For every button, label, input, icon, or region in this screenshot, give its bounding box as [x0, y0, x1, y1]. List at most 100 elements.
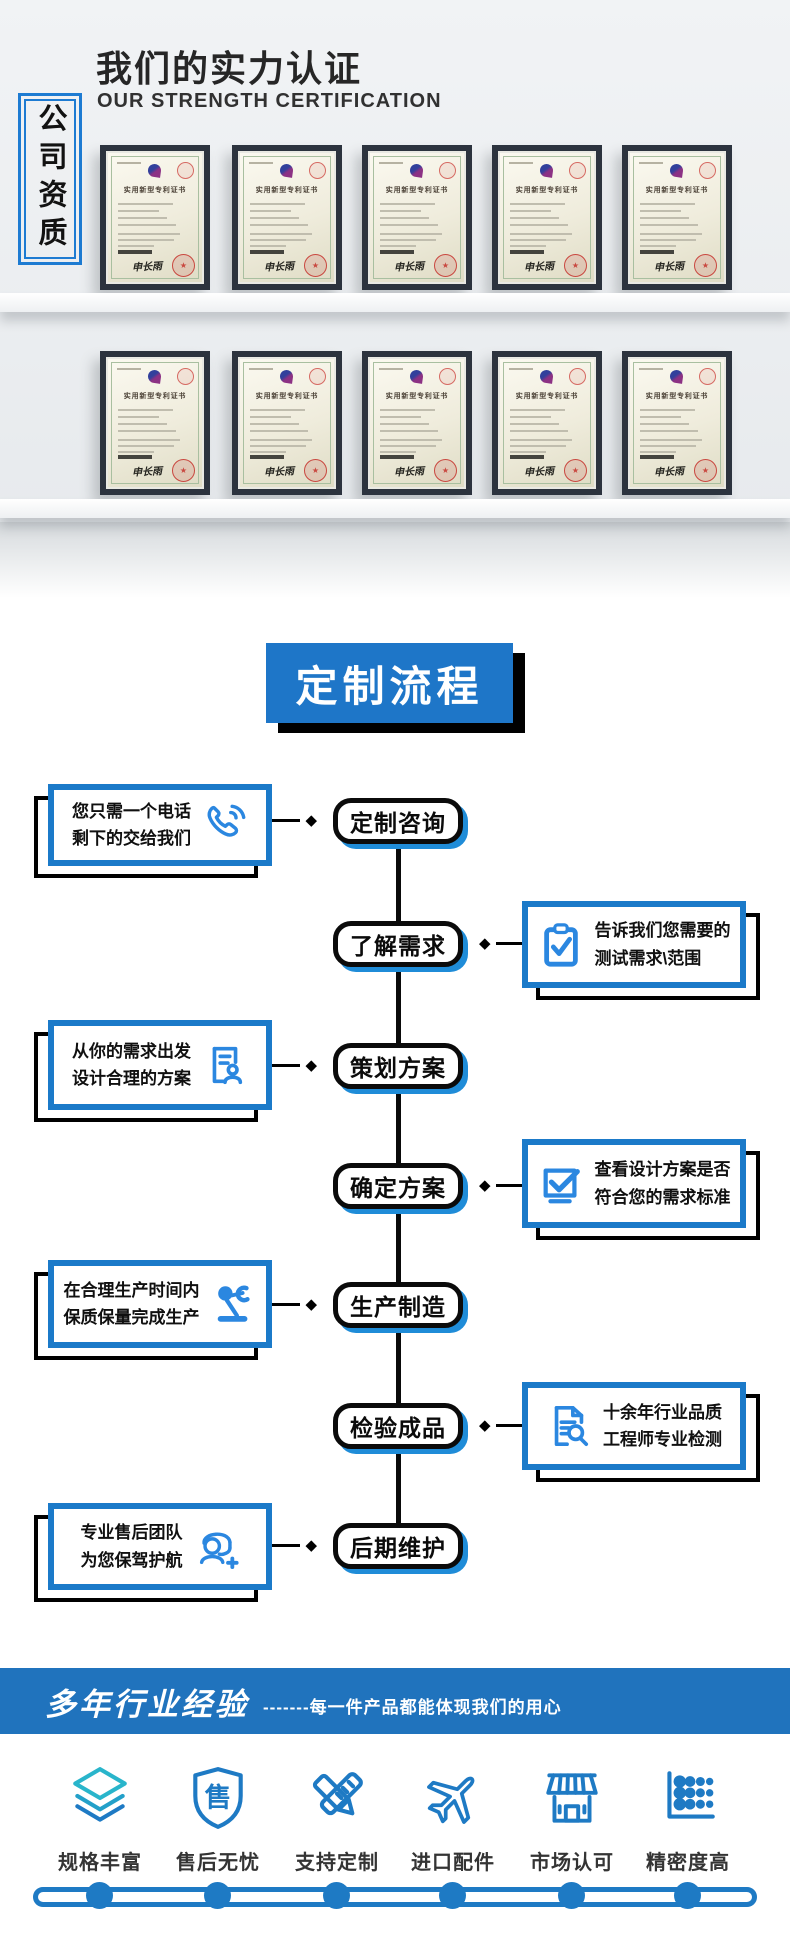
barcode [640, 250, 674, 254]
red-stamp-icon: ★ [434, 459, 457, 482]
experience-tagline: -------每一件产品都能体现我们的用心 [263, 1697, 562, 1717]
certificate-mat: 实用新型专利证书 申长雨 ★ [106, 151, 204, 284]
wall-fade [0, 522, 790, 598]
certificate-frame: 实用新型专利证书 申长雨 ★ [232, 351, 342, 495]
certificate-mat: 实用新型专利证书 申长雨 ★ [238, 151, 336, 284]
headset-person-icon [194, 1524, 240, 1570]
feature-timeline-bar [33, 1887, 757, 1907]
red-stamp-icon: ★ [172, 254, 195, 277]
patent-logo-icon [409, 369, 424, 384]
flow-note-4: 查看设计方案是否 符合您的需求标准 [522, 1139, 746, 1228]
red-seal-icon [699, 162, 716, 179]
feature-aftersales: 售 售后无忧 [160, 1765, 276, 1875]
feature-precision: 精密度高 [630, 1765, 746, 1875]
connector-step-2 [479, 933, 522, 954]
connector-step-5 [272, 1294, 317, 1315]
airplane-icon [420, 1776, 486, 1835]
document-search-icon [546, 1403, 592, 1449]
certificate-mat: 实用新型专利证书 申长雨 ★ [628, 357, 726, 489]
certificate-title: 实用新型专利证书 [515, 391, 579, 400]
barcode [250, 250, 284, 254]
patent-logo-icon [539, 163, 554, 178]
red-stamp-icon: ★ [172, 459, 195, 482]
section-subtitle: OUR STRENGTH CERTIFICATION [97, 90, 442, 112]
red-seal-icon [309, 162, 326, 179]
certificate-paper: 实用新型专利证书 申长雨 ★ [370, 359, 464, 487]
feature-imported-parts: 进口配件 [395, 1765, 511, 1875]
shield-icon: 售 [185, 1767, 251, 1835]
signature: 申长雨 [653, 261, 685, 274]
vertical-label-company-qualification: 公司资质 [18, 93, 82, 265]
feature-specs: 规格丰富 [42, 1765, 158, 1875]
red-stamp-icon: ★ [694, 254, 717, 277]
shelf-board-2 [0, 499, 790, 518]
signature: 申长雨 [131, 466, 163, 479]
robot-arm-icon [211, 1281, 257, 1327]
certificate-title: 实用新型专利证书 [515, 185, 579, 194]
flow-note-6: 十余年行业品质 工程师专业检测 [522, 1382, 746, 1470]
signature: 申长雨 [523, 261, 555, 274]
certificate-title: 实用新型专利证书 [385, 391, 449, 400]
signature: 申长雨 [653, 466, 685, 479]
certificate-frame: 实用新型专利证书 申长雨 ★ [492, 351, 602, 495]
certificate-mat: 实用新型专利证书 申长雨 ★ [106, 357, 204, 489]
certificate-paper: 实用新型专利证书 申长雨 ★ [108, 153, 202, 282]
certificate-mat: 实用新型专利证书 申长雨 ★ [368, 151, 466, 284]
flow-step-6: 检验成品 [333, 1403, 463, 1449]
red-seal-icon [569, 368, 586, 385]
timeline-dot-2 [204, 1882, 231, 1909]
red-seal-icon [569, 162, 586, 179]
patent-logo-icon [279, 163, 294, 178]
pencil-ruler-icon [304, 1772, 370, 1835]
certificate-mat: 实用新型专利证书 申长雨 ★ [498, 357, 596, 489]
timeline-dot-3 [323, 1882, 350, 1909]
timeline-dot-5 [558, 1882, 585, 1909]
flow-note-5: 在合理生产时间内 保质保量完成生产 [48, 1260, 272, 1348]
certificate-paper: 实用新型专利证书 申长雨 ★ [500, 359, 594, 487]
patent-logo-icon [147, 369, 162, 384]
certificate-title: 实用新型专利证书 [255, 185, 319, 194]
red-seal-icon [439, 162, 456, 179]
certificate-paper: 实用新型专利证书 申长雨 ★ [630, 359, 724, 487]
certificate-frame: 实用新型专利证书 申长雨 ★ [622, 351, 732, 495]
certificate-mat: 实用新型专利证书 申长雨 ★ [368, 357, 466, 489]
red-stamp-icon: ★ [694, 459, 717, 482]
red-stamp-icon: ★ [304, 254, 327, 277]
signature: 申长雨 [263, 466, 295, 479]
red-seal-icon [439, 368, 456, 385]
certificate-frame: 实用新型专利证书 申长雨 ★ [100, 145, 210, 290]
connector-step-6 [479, 1415, 522, 1436]
barcode [640, 455, 674, 459]
timeline-dot-1 [86, 1882, 113, 1909]
certificate-paper: 实用新型专利证书 申长雨 ★ [240, 359, 334, 487]
section-title: 我们的实力认证 [96, 48, 363, 89]
signature: 申长雨 [131, 261, 163, 274]
storefront-icon [539, 1773, 605, 1835]
flow-step-4: 确定方案 [333, 1163, 463, 1209]
connector-step-7 [272, 1535, 317, 1556]
certificate-frame: 实用新型专利证书 申长雨 ★ [232, 145, 342, 290]
certificate-mat: 实用新型专利证书 申长雨 ★ [238, 357, 336, 489]
shelf-board-1 [0, 293, 790, 312]
flow-note-7: 专业售后团队 为您保驾护航 [48, 1503, 272, 1590]
certificate-paper: 实用新型专利证书 申长雨 ★ [500, 153, 594, 282]
certificate-title: 实用新型专利证书 [123, 185, 187, 194]
flow-step-7: 后期维护 [333, 1523, 463, 1569]
timeline-dot-4 [439, 1882, 466, 1909]
phone-icon [202, 802, 248, 848]
connector-step-3 [272, 1055, 317, 1076]
patent-logo-icon [669, 369, 684, 384]
document-person-icon [202, 1042, 248, 1088]
signature: 申长雨 [393, 261, 425, 274]
certificate-mat: 实用新型专利证书 申长雨 ★ [498, 151, 596, 284]
barcode [118, 455, 152, 459]
red-seal-icon [699, 368, 716, 385]
red-seal-icon [177, 368, 194, 385]
patent-logo-icon [279, 369, 294, 384]
certificate-paper: 实用新型专利证书 申长雨 ★ [370, 153, 464, 282]
barcode [118, 250, 152, 254]
certificate-frame: 实用新型专利证书 申长雨 ★ [100, 351, 210, 495]
flow-note-3: 从你的需求出发 设计合理的方案 [48, 1020, 272, 1110]
barcode [510, 455, 544, 459]
